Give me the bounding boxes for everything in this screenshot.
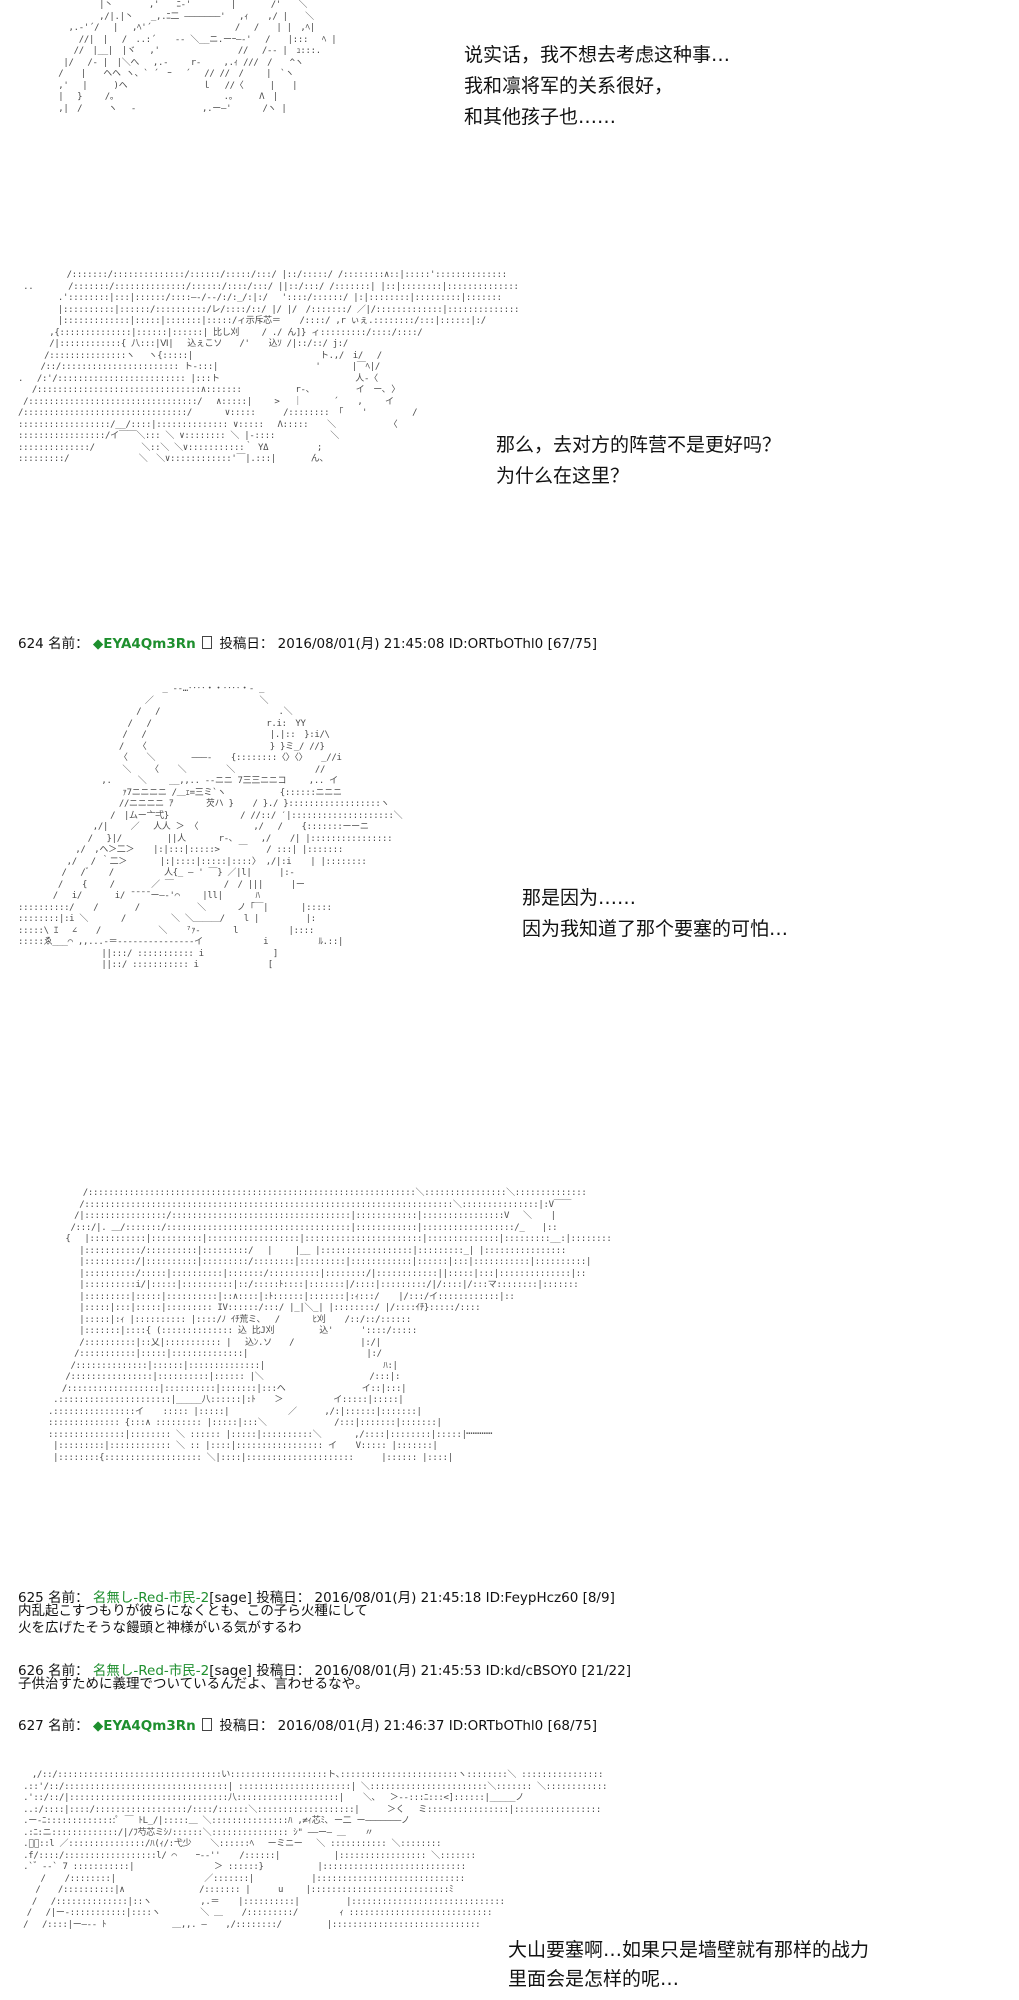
date-label: 投稿日：	[256, 1590, 311, 1606]
date-label: 投稿日：	[256, 1663, 311, 1679]
ascii-art-panel-1: |丶 ,' ﾆ‐' ￣￣￣￣|￣￣￣ /' ＼ ,/|.|丶 _,.ﾆ二 ―――…	[58, 0, 337, 114]
post-626-header: 626 名前： 名無し-Red-市民-2[sage] 投稿日： 2016/08/…	[18, 1659, 631, 1679]
name-label: 名前：	[48, 1718, 89, 1734]
name-label: 名前：	[48, 1590, 89, 1606]
date-label: 投稿日：	[219, 1718, 274, 1734]
post-id[interactable]: ID:ORTbOThl0	[448, 636, 544, 652]
panel-4-ellipsis: …………	[466, 1424, 493, 1437]
panel-2-line-1: 那么，去对方的阵营不是更好吗？	[496, 434, 782, 456]
post-id[interactable]: ID:ORTbOThl0	[448, 1718, 544, 1734]
sage-tag: [sage]	[209, 1663, 252, 1679]
panel-3-line-1: 那是因为……	[522, 887, 637, 909]
post-number: 627	[18, 1718, 44, 1734]
post-625-body-line-2: 火を広げたそうな饅頭と神様がいる気がするわ	[18, 1620, 302, 1636]
post-number: 624	[18, 636, 44, 652]
panel-1-line-3: 和其他孩子也……	[464, 106, 617, 128]
post-625-header: 625 名前： 名無し-Red-市民-2[sage] 投稿日： 2016/08/…	[18, 1586, 615, 1606]
ascii-art-panel-4: /:::::::::::::::::::::::::::::::::::::::…	[48, 1188, 612, 1463]
post-count: [67/75]	[547, 636, 598, 652]
mail-icon	[202, 636, 213, 649]
poster-trip[interactable]: ◆EYA4Qm3Rn	[92, 1718, 196, 1734]
panel-3-line-2: 因为我知道了那个要塞的可怕…	[522, 918, 789, 940]
post-count: [21/22]	[581, 1663, 631, 1679]
post-id[interactable]: ID:FeypHcz60	[485, 1590, 579, 1606]
post-date: 2016/08/01(月) 21:46:37	[277, 1718, 445, 1734]
ascii-art-panel-3: _ -‐…‥‥・・‥‥・- _ ／ ＼ / / .＼ / / r.i: YY /…	[18, 684, 403, 970]
poster-trip[interactable]: ◆EYA4Qm3Rn	[92, 636, 196, 652]
date-label: 投稿日：	[219, 636, 274, 652]
post-627-header: 627 名前： ◆EYA4Qm3Rn 投稿日： 2016/08/01(月) 21…	[18, 1714, 597, 1734]
name-label: 名前：	[48, 636, 89, 652]
name-label: 名前：	[48, 1663, 89, 1679]
panel-5-line-1: 大山要塞啊…如果只是墙壁就有那样的战力	[508, 1939, 870, 1961]
post-id[interactable]: ID:kd/cBSOY0	[485, 1663, 578, 1679]
sage-tag: [sage]	[209, 1590, 252, 1606]
panel-1-line-1: 说实话，我不想去考虑这种事…	[464, 44, 731, 66]
panel-1-line-2: 我和凛将军的关系很好，	[464, 75, 674, 97]
panel-2-line-2: 为什么在这里？	[496, 465, 630, 487]
post-number: 625	[18, 1590, 44, 1606]
post-625-body-line-1: 内乱起こすつもりが彼らになくとも、この子ら火種にして	[18, 1603, 368, 1619]
mail-icon	[202, 1718, 213, 1731]
post-date: 2016/08/01(月) 21:45:08	[277, 636, 445, 652]
ascii-art-panel-2: /:::::::/::::::::::::::/::::::/:::::/:::…	[18, 270, 520, 464]
post-626-body-line-1: 子供治すために義理でついているんだよ、言わせるなや。	[18, 1676, 369, 1692]
post-number: 626	[18, 1663, 44, 1679]
post-count: [8/9]	[582, 1590, 615, 1606]
post-date: 2016/08/01(月) 21:45:18	[314, 1590, 482, 1606]
poster-name[interactable]: 名無し-Red-市民-2	[92, 1590, 210, 1606]
panel-5-line-2: 里面会是怎样的呢…	[508, 1968, 680, 1990]
post-624-header: 624 名前： ◆EYA4Qm3Rn 投稿日： 2016/08/01(月) 21…	[18, 632, 597, 652]
poster-name[interactable]: 名無し-Red-市民-2	[92, 1663, 210, 1679]
post-count: [68/75]	[547, 1718, 598, 1734]
ascii-art-panel-5: ,/::/::::::::::::::::::::::::::::::::い::…	[23, 1770, 608, 1930]
post-date: 2016/08/01(月) 21:45:53	[314, 1663, 482, 1679]
